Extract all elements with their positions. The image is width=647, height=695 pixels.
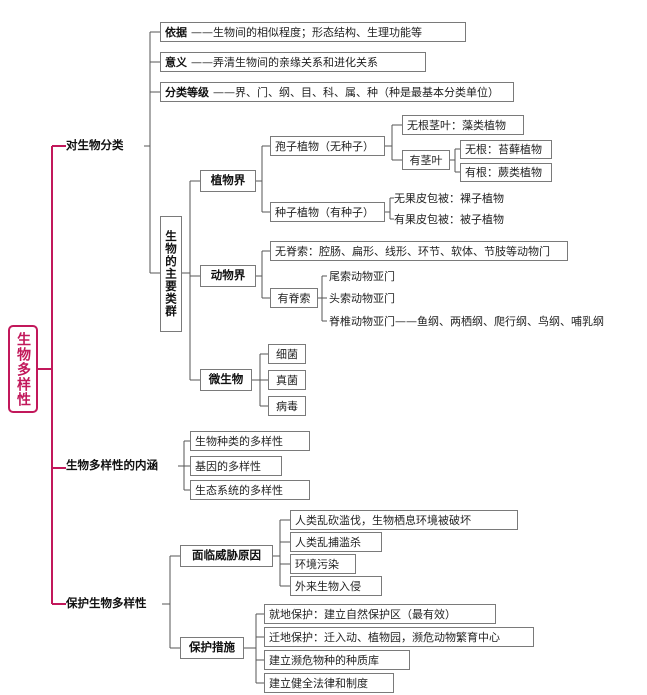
text-vertebrata: 脊椎动物亚门——鱼纲、两栖纲、爬行纲、鸟纲、哺乳纲 (329, 314, 604, 328)
text-urochordata: 尾索动物亚门 (329, 269, 395, 283)
root-node: 生物多样性 (8, 325, 38, 413)
basis-text: ——生物间的相似程度；形态结构、生理功能等 (191, 25, 422, 39)
basis-key: 依据 (165, 25, 187, 39)
node-levels: 分类等级 ——界、门、纲、目、科、属、种（种是最基本分类单位） (160, 82, 514, 102)
node-main-groups: 生物的主要类群 (160, 216, 182, 332)
node-spore-plants: 孢子植物（无种子） (270, 136, 385, 156)
node-laws: 建立健全法律和制度 (264, 673, 394, 693)
node-plants: 植物界 (200, 170, 256, 192)
meaning-text: ——弄清生物间的亲缘关系和进化关系 (191, 55, 378, 69)
node-bacteria: 细菌 (268, 344, 306, 364)
node-threat-pollution: 环境污染 (290, 554, 356, 574)
meaning-key: 意义 (165, 55, 187, 69)
node-has-stem-leaf: 有茎叶 (402, 150, 450, 170)
node-no-stem-leaf: 无根茎叶：藻类植物 (402, 115, 524, 135)
node-basis: 依据 ——生物间的相似程度；形态结构、生理功能等 (160, 22, 466, 42)
node-classification: 对生物分类 (66, 138, 124, 153)
node-connotation: 生物多样性的内涵 (66, 458, 158, 473)
node-germplasm-bank: 建立濒危物种的种质库 (264, 650, 410, 670)
node-invertebrate: 无脊索：腔肠、扁形、线形、环节、软体、节肢等动物门 (270, 241, 568, 261)
node-measures: 保护措施 (180, 637, 244, 659)
node-in-situ: 就地保护：建立自然保护区（最有效） (264, 604, 496, 624)
node-virus: 病毒 (268, 396, 306, 416)
node-threat-invasive: 外来生物入侵 (290, 576, 382, 596)
text-gymnosperm: 无果皮包被：裸子植物 (394, 191, 504, 205)
node-has-root: 有根：蕨类植物 (460, 163, 552, 182)
levels-key: 分类等级 (165, 85, 209, 99)
text-angiosperm: 有果皮包被：被子植物 (394, 212, 504, 226)
node-ecosystem-diversity: 生态系统的多样性 (190, 480, 310, 500)
node-species-diversity: 生物种类的多样性 (190, 431, 310, 451)
node-threat-deforestation: 人类乱砍滥伐，生物栖息环境被破坏 (290, 510, 518, 530)
node-protection: 保护生物多样性 (66, 596, 147, 611)
node-microbes: 微生物 (200, 369, 252, 391)
node-gene-diversity: 基因的多样性 (190, 456, 282, 476)
node-meaning: 意义 ——弄清生物间的亲缘关系和进化关系 (160, 52, 426, 72)
node-ex-situ: 迁地保护：迁入动、植物园，濒危动物繁育中心 (264, 627, 534, 647)
node-seed-plants: 种子植物（有种子） (270, 202, 385, 222)
node-animals: 动物界 (200, 265, 256, 287)
node-threats: 面临威胁原因 (180, 545, 273, 567)
node-no-root: 无根：苔藓植物 (460, 140, 552, 159)
node-chordate: 有脊索 (270, 288, 318, 308)
levels-text: ——界、门、纲、目、科、属、种（种是最基本分类单位） (213, 85, 499, 99)
text-cephalochordata: 头索动物亚门 (329, 291, 395, 305)
node-fungi: 真菌 (268, 370, 306, 390)
node-threat-hunting: 人类乱捕滥杀 (290, 532, 382, 552)
